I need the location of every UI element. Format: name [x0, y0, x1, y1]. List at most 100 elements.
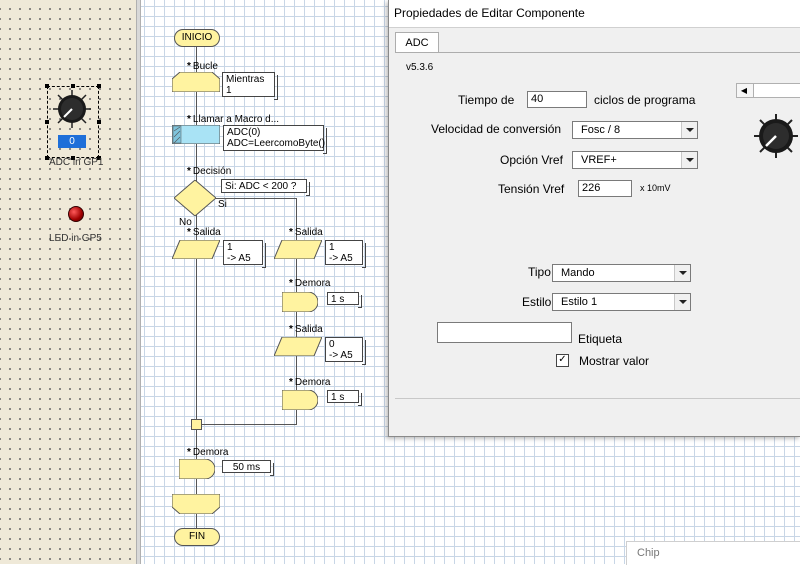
delay-right-1-block[interactable] [282, 292, 318, 312]
tiempo-label: Tiempo de [458, 93, 515, 107]
adc-knob-label: ADC in GP1 [49, 157, 104, 168]
etiqueta-field[interactable] [437, 322, 572, 343]
delay-right-1-title: *Demora [289, 278, 331, 289]
decision-note: Si: ADC < 200 ? [221, 179, 310, 196]
output-right-1-block[interactable] [274, 240, 322, 259]
decision-yes-label: Si [218, 199, 227, 210]
adc-knob-component[interactable]: 0 [45, 84, 101, 160]
estilo-value: Estilo 1 [561, 296, 598, 308]
output-right-1-note: 1 -> A5 [325, 240, 366, 268]
chip-panel-title: Chip [637, 547, 660, 559]
component-panel: 0 ADC in GP1 LED in GP5 [0, 0, 136, 564]
decision-title: *Decisión [187, 166, 232, 177]
scroll-thumb[interactable] [753, 84, 800, 97]
led-icon[interactable] [68, 206, 84, 222]
output-right-2-title: *Salida [289, 324, 323, 335]
output-right-2-note-line2: -> A5 [329, 350, 353, 361]
output-right-2-title-text: Salida [294, 324, 323, 335]
scroll-left-icon[interactable]: ◀ [740, 86, 748, 95]
tipo-select[interactable]: Mando [552, 264, 691, 282]
mostrar-valor-label: Mostrar valor [579, 354, 650, 368]
led-label: LED in GP5 [49, 233, 102, 244]
delay-right-2-title: *Demora [289, 377, 331, 388]
chevron-down-icon[interactable] [681, 122, 697, 138]
tiempo-field[interactable]: 40 [527, 91, 587, 108]
output-left-note: 1 -> A5 [223, 240, 266, 268]
macro-block[interactable] [172, 125, 220, 144]
chevron-down-icon[interactable] [674, 265, 690, 281]
output-right-2-note-line1: 0 [329, 339, 335, 350]
selection-handle[interactable] [71, 156, 75, 160]
delay-bottom-block[interactable] [179, 459, 215, 479]
knob-preview-icon [754, 114, 798, 158]
chevron-down-icon[interactable] [681, 152, 697, 168]
etiqueta-label: Etiqueta [578, 332, 623, 346]
selection-handle[interactable] [71, 84, 75, 88]
loop-end-block[interactable] [172, 494, 220, 514]
mostrar-valor-checkbox[interactable]: ✓ [556, 354, 569, 367]
knob-icon[interactable] [53, 90, 91, 128]
properties-dialog: Propiedades de Editar Componente ADC [388, 0, 800, 437]
dialog-title[interactable]: Propiedades de Editar Componente [389, 0, 800, 28]
output-right-1-note-line2: -> A5 [329, 253, 353, 264]
macro-title-text: Llamar a Macro d... [192, 114, 280, 125]
vref-value: VREF+ [581, 154, 617, 166]
selection-handle[interactable] [97, 120, 101, 124]
loop-note: Mientras 1 [222, 72, 278, 100]
loop-title-text: Bucle [192, 61, 218, 72]
loop-block[interactable] [172, 72, 220, 92]
output-left-title-text: Salida [192, 227, 221, 238]
panel-splitter[interactable] [136, 0, 141, 564]
vref-label: Opción Vref [500, 153, 563, 167]
output-right-1-note-line1: 1 [329, 242, 335, 253]
tab-adc[interactable]: ADC [395, 32, 439, 53]
velocidad-label: Velocidad de conversión [431, 122, 562, 136]
delay-right-2-title-text: Demora [294, 377, 331, 388]
loop-title: *Bucle [187, 61, 218, 72]
component-version: v5.3.6 [406, 62, 434, 73]
delay-bottom-title: *Demora [187, 447, 229, 458]
tension-label: Tensión Vref [498, 182, 565, 196]
tension-field[interactable]: 226 [578, 180, 632, 197]
velocidad-select[interactable]: Fosc / 8 [572, 121, 698, 139]
yes-branch-line [213, 198, 297, 199]
selection-handle[interactable] [97, 156, 101, 160]
macro-note-line1: ADC(0) [227, 127, 261, 138]
start-terminal[interactable]: INICIO [174, 29, 220, 47]
delay-bottom-note: 50 ms [222, 460, 274, 476]
decision-block[interactable] [174, 180, 216, 216]
estilo-label: Estilo [522, 295, 552, 309]
selection-handle[interactable] [45, 120, 49, 124]
delay-right-2-block[interactable] [282, 390, 318, 410]
delay-right-2-note: 1 s [327, 390, 362, 406]
delay-right-1-note: 1 s [327, 292, 362, 308]
end-terminal[interactable]: FIN [174, 528, 220, 546]
selection-handle[interactable] [45, 156, 49, 160]
knob-value-display: 0 [58, 135, 86, 148]
tiempo-suffix: ciclos de programa [594, 93, 696, 107]
output-left-note-line2: -> A5 [227, 253, 251, 264]
preview-scrollbar[interactable]: ◀ [736, 83, 800, 98]
output-left-block[interactable] [172, 240, 220, 259]
vref-select[interactable]: VREF+ [572, 151, 698, 169]
decision-title-text: Decisión [192, 166, 232, 177]
dialog-separator [395, 398, 800, 399]
output-right-2-block[interactable] [274, 337, 322, 356]
estilo-select[interactable]: Estilo 1 [552, 293, 691, 311]
macro-title: *Llamar a Macro d... [187, 114, 280, 125]
chevron-down-icon[interactable] [674, 294, 690, 310]
tipo-value: Mando [561, 267, 595, 279]
loop-note-line1: Mientras [226, 74, 265, 85]
chip-panel[interactable]: Chip [626, 541, 800, 565]
output-right-1-title-text: Salida [294, 227, 323, 238]
tipo-label: Tipo [528, 265, 551, 279]
output-right-1-title: *Salida [289, 227, 323, 238]
macro-note-line2: ADC=LeercomoByte() [227, 138, 326, 149]
selection-handle[interactable] [97, 84, 101, 88]
merge-point[interactable] [191, 419, 202, 430]
merge-line [196, 424, 297, 425]
main-flow-line [196, 44, 197, 538]
macro-note: ADC(0) ADC=LeercomoByte() [223, 125, 327, 154]
delay-bottom-title-text: Demora [192, 447, 229, 458]
selection-handle[interactable] [45, 84, 49, 88]
